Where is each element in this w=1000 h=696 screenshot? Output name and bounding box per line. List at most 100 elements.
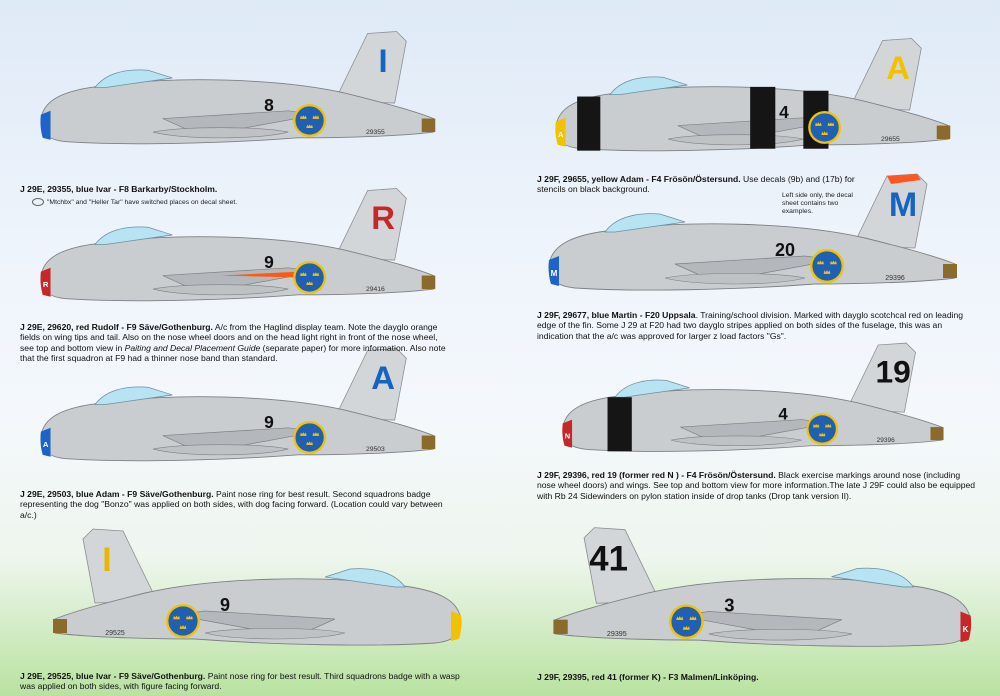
- aircraft-29355: 8 I 29355: [20, 18, 460, 163]
- exhaust: [943, 264, 957, 278]
- tail-fin: [334, 188, 407, 261]
- drop-tank: [152, 284, 289, 296]
- tail-fin: [845, 342, 916, 413]
- nose-band: [960, 611, 972, 643]
- side-number: 4: [778, 405, 788, 424]
- side-number: 4: [779, 102, 789, 122]
- tail-code: 19: [875, 353, 910, 389]
- nose-band: [548, 256, 559, 286]
- nose-letter: A: [43, 440, 49, 449]
- caption-title: J 29E, 29620, red Rudolf - F9 Säve/Gothe…: [20, 322, 213, 332]
- canopy: [94, 69, 173, 88]
- exhaust: [53, 619, 67, 633]
- serial-number: 29355: [366, 129, 385, 136]
- nose-letter: K: [963, 625, 969, 634]
- caption-title: J 29F, 29655, yellow Adam - F4 Frösön/Ös…: [537, 174, 741, 184]
- exhaust: [421, 118, 436, 133]
- caption-title: J 29F, 29677, blue Martin - F20 Uppsala: [537, 310, 696, 320]
- nose-letter: R: [43, 280, 49, 289]
- exhaust: [936, 125, 951, 140]
- tail-code: M: [889, 186, 917, 224]
- nose-letter: N: [565, 431, 570, 440]
- caption-29396: J 29F, 29396, red 19 (former red N ) - F…: [537, 470, 979, 501]
- nose-band: [555, 117, 566, 147]
- exhaust: [421, 435, 436, 450]
- exhaust: [930, 427, 944, 441]
- drop-tank: [152, 127, 289, 139]
- caption-title: J 29E, 29355, blue Ivar - F8 Barkarby/St…: [20, 184, 218, 194]
- caption-text: Black exercise markings around nose (inc…: [537, 470, 976, 501]
- drop-tank: [204, 628, 346, 640]
- nose-band: [40, 427, 51, 457]
- caption-text: A/c from the Haglind display team. Note …: [20, 322, 438, 353]
- canopy: [831, 567, 915, 588]
- caption-29655: J 29F, 29655, yellow Adam - F4 Frösön/Ös…: [537, 174, 867, 195]
- canopy: [604, 213, 686, 233]
- canopy: [94, 226, 173, 245]
- caption-text: Use decals (9b) and (17b) for stencils o…: [537, 174, 855, 195]
- caption-title: J 29F, 29395, red 41 (former K) - F3 Mal…: [537, 672, 759, 682]
- caption-29677: J 29F, 29677, blue Martin - F20 Uppsala.…: [537, 310, 979, 341]
- side-number: 9: [220, 595, 230, 615]
- drop-tank: [708, 629, 853, 641]
- tail-fin: [82, 528, 158, 604]
- side-number: 9: [264, 252, 274, 272]
- side-number: 3: [724, 594, 734, 615]
- nose-letter: A: [558, 130, 564, 139]
- aircraft-29396: N 4 19 29396: [530, 330, 980, 470]
- caption-title: J 29E, 29503, blue Adam - F9 Säve/Gothen…: [20, 489, 214, 499]
- tail-code: I: [378, 42, 387, 79]
- caption-29620: J 29E, 29620, red Rudolf - F9 Säve/Gothe…: [20, 322, 452, 364]
- tail-fin: [583, 527, 661, 604]
- serial-number: 29396: [885, 275, 905, 282]
- caption-29355: J 29E, 29355, blue Ivar - F8 Barkarby/St…: [20, 184, 440, 194]
- side-number: 9: [264, 412, 274, 432]
- serial-number: 29503: [366, 446, 385, 453]
- drop-tank: [670, 435, 802, 447]
- canopy: [609, 76, 688, 95]
- tail-fin: [852, 173, 928, 249]
- canopy: [614, 379, 690, 398]
- drop-tank: [664, 273, 806, 285]
- caption-text: (separate paper) for more information. A…: [20, 342, 446, 364]
- exhaust: [421, 275, 436, 290]
- side-number: 20: [775, 240, 795, 260]
- tail-fin: [334, 348, 407, 421]
- tail-code: A: [886, 49, 910, 86]
- caption-29395: J 29F, 29395, red 41 (former K) - F3 Mal…: [537, 672, 979, 682]
- aircraft-29395: K 3 41 29395: [535, 510, 985, 670]
- tail-fin: [334, 31, 407, 104]
- serial-number: 29416: [366, 286, 385, 293]
- tail-code: R: [371, 199, 395, 236]
- exhaust: [553, 619, 568, 634]
- caption-text: Paint nose ring for best result. Third s…: [20, 671, 460, 692]
- caption-title: J 29E, 29525, blue Ivar - F9 Säve/Gothen…: [20, 671, 206, 681]
- side-number: 8: [264, 95, 274, 115]
- serial-number: 29655: [881, 136, 900, 143]
- tail-code: A: [371, 359, 395, 396]
- caption-29503: J 29E, 29503, blue Adam - F9 Säve/Gothen…: [20, 489, 460, 520]
- left-side-note: Left side only, the decal sheet contains…: [782, 192, 853, 215]
- serial-number: 29396: [877, 437, 895, 444]
- canopy: [324, 568, 406, 588]
- nose-band: [40, 267, 51, 297]
- caption-text: . Training/school division. Marked with …: [537, 310, 964, 341]
- tail-fin: [849, 38, 922, 111]
- tail-code: 41: [589, 541, 628, 579]
- drop-tank: [152, 444, 289, 456]
- caption-text: Paint nose ring for best result. Second …: [20, 489, 443, 520]
- nose-band: [562, 419, 573, 448]
- nose-band: [451, 611, 462, 641]
- caption-29525: J 29E, 29525, blue Ivar - F9 Säve/Gothen…: [20, 671, 460, 692]
- serial-number: 29395: [607, 630, 627, 638]
- serial-number: 29525: [105, 630, 125, 637]
- canopy: [94, 386, 173, 405]
- nose-letter: M: [551, 269, 558, 278]
- decal-switch-note: "Mtchbx" and "Heller Tar" have switched …: [32, 198, 282, 207]
- caption-title: J 29F, 29396, red 19 (former red N ) - F…: [537, 470, 776, 480]
- tail-code: I: [102, 541, 111, 579]
